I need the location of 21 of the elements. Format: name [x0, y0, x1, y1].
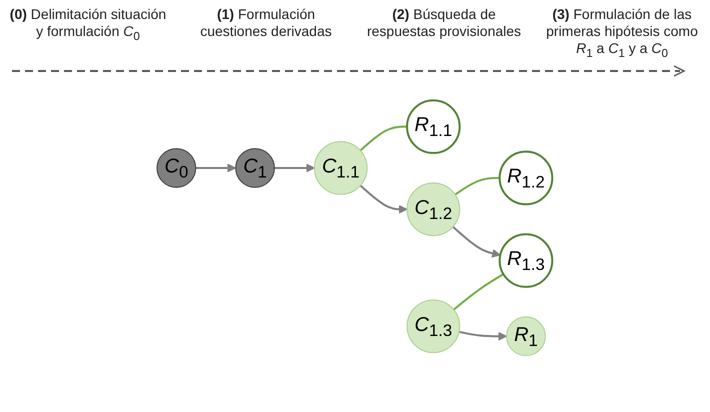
arrow	[452, 226, 501, 258]
step-label: (0) Delimitación situación y formulación C$_{0}$	[8, 6, 168, 45]
step-label: (3) Formulación de las primeras hipótesis como R$_{1}$ a C$_{1}$ y a C$_{0}$	[545, 6, 699, 62]
node-circle: R$_{1}$	[506, 316, 546, 356]
arrow	[459, 330, 508, 340]
step-label: (1) Formulación cuestiones derivadas	[199, 6, 333, 41]
arrow	[360, 184, 408, 214]
node-circle: C$_{1.3}$	[406, 299, 461, 353]
arrow	[274, 163, 316, 172]
node-circle: R$_{1.1}$	[406, 99, 462, 154]
connector	[453, 273, 504, 310]
connector	[360, 125, 408, 152]
node-circle: C$_{1}$	[236, 148, 276, 188]
node-circle: C$_{0}$	[156, 148, 197, 188]
connector	[454, 176, 500, 196]
node-circle: C$_{1.1}$	[314, 140, 368, 195]
node-circle: R$_{1.2}$	[499, 150, 554, 206]
node-circle: R$_{1.3}$	[499, 233, 554, 288]
node-circle: C$_{1.2}$	[406, 182, 461, 236]
step-label: (2) Búsqueda de respuestas provisionales	[366, 6, 522, 41]
arrow	[196, 163, 236, 172]
